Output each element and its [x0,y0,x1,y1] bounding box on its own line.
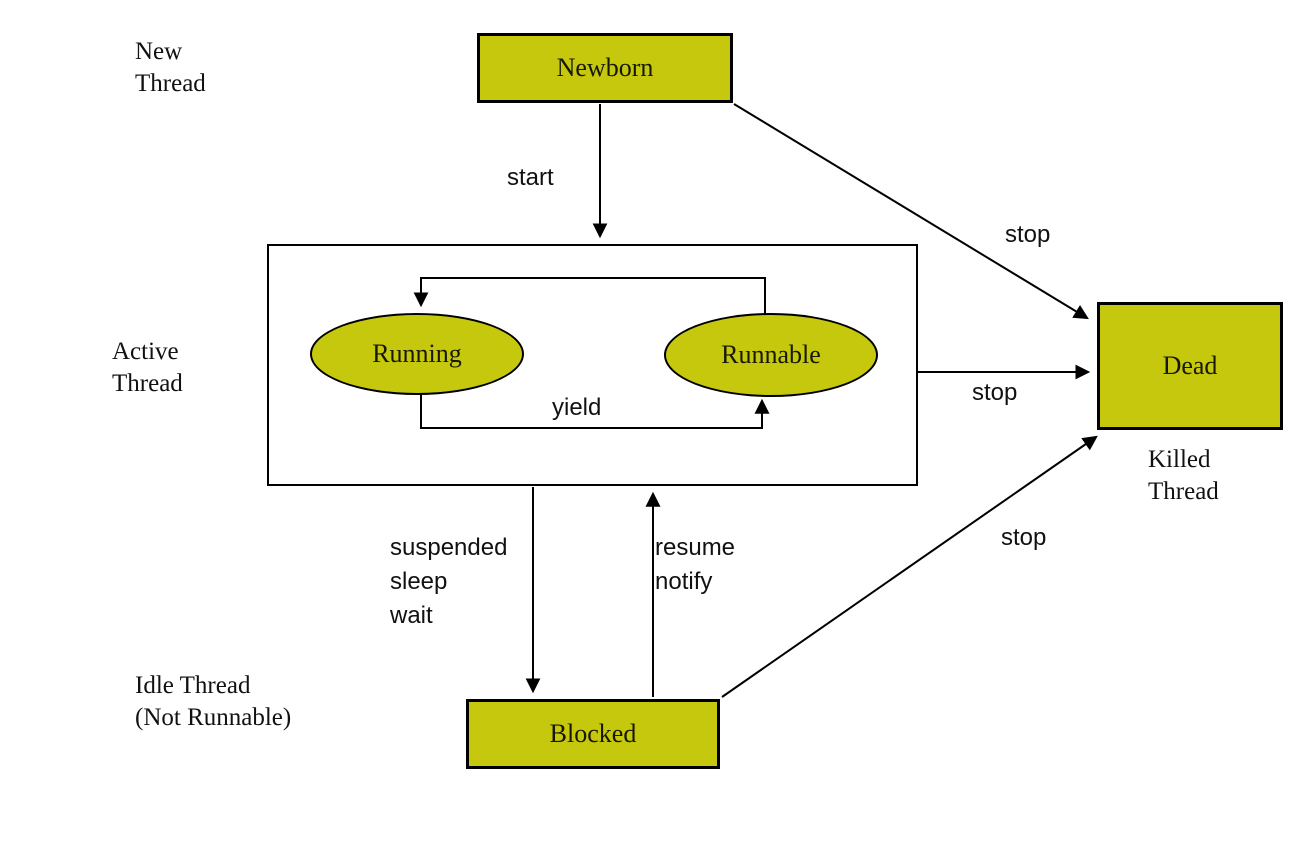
edge-label-resume: resume notify [655,531,735,599]
node-newborn: Newborn [477,33,733,103]
annotation-killed-thread-line1: Killed [1148,446,1211,473]
annotation-new-thread-line2: Thread [135,70,206,97]
annotation-idle-thread: Idle Thread (Not Runnable) [135,670,291,734]
edge-label-stop-top: stop [1005,218,1050,252]
annotation-killed-thread-line2: Thread [1148,478,1219,505]
edge-label-stop-bottom: stop [1001,521,1046,555]
edge-label-stop-bottom-text: stop [1001,524,1047,551]
edge-label-suspend: suspended sleep wait [390,531,507,633]
edge-label-suspend-line1: suspended [390,534,508,561]
node-runnable: Runnable [664,313,878,397]
node-running-label: Running [372,339,462,368]
annotation-idle-thread-line2: (Not Runnable) [135,704,292,731]
edge-label-start-text: start [507,164,554,191]
annotation-new-thread-line1: New [135,38,183,65]
annotation-new-thread: New Thread [135,36,206,100]
node-running: Running [310,313,524,395]
edge-label-stop-middle: stop [972,376,1017,410]
edge-label-stop-top-text: stop [1005,221,1051,248]
edge-label-suspend-line2: sleep [390,568,448,595]
annotation-active-thread: Active Thread [112,336,183,400]
node-newborn-label: Newborn [556,53,654,82]
annotation-active-thread-line2: Thread [112,370,183,397]
node-dead: Dead [1097,302,1283,430]
annotation-active-thread-line1: Active [112,338,179,365]
node-dead-label: Dead [1162,351,1218,380]
node-runnable-label: Runnable [721,340,821,369]
edge-label-yield-text: yield [552,394,602,421]
node-blocked-label: Blocked [549,719,637,748]
annotation-killed-thread: Killed Thread [1148,444,1219,508]
annotation-idle-thread-line1: Idle Thread [135,672,251,699]
edge-label-resume-line2: notify [655,568,713,595]
edge-label-suspend-line3: wait [390,602,433,629]
edge-label-yield: yield [552,391,601,425]
edge-label-resume-line1: resume [655,534,736,561]
edge-label-start: start [507,161,554,195]
node-blocked: Blocked [466,699,720,769]
edge-label-stop-middle-text: stop [972,379,1018,406]
